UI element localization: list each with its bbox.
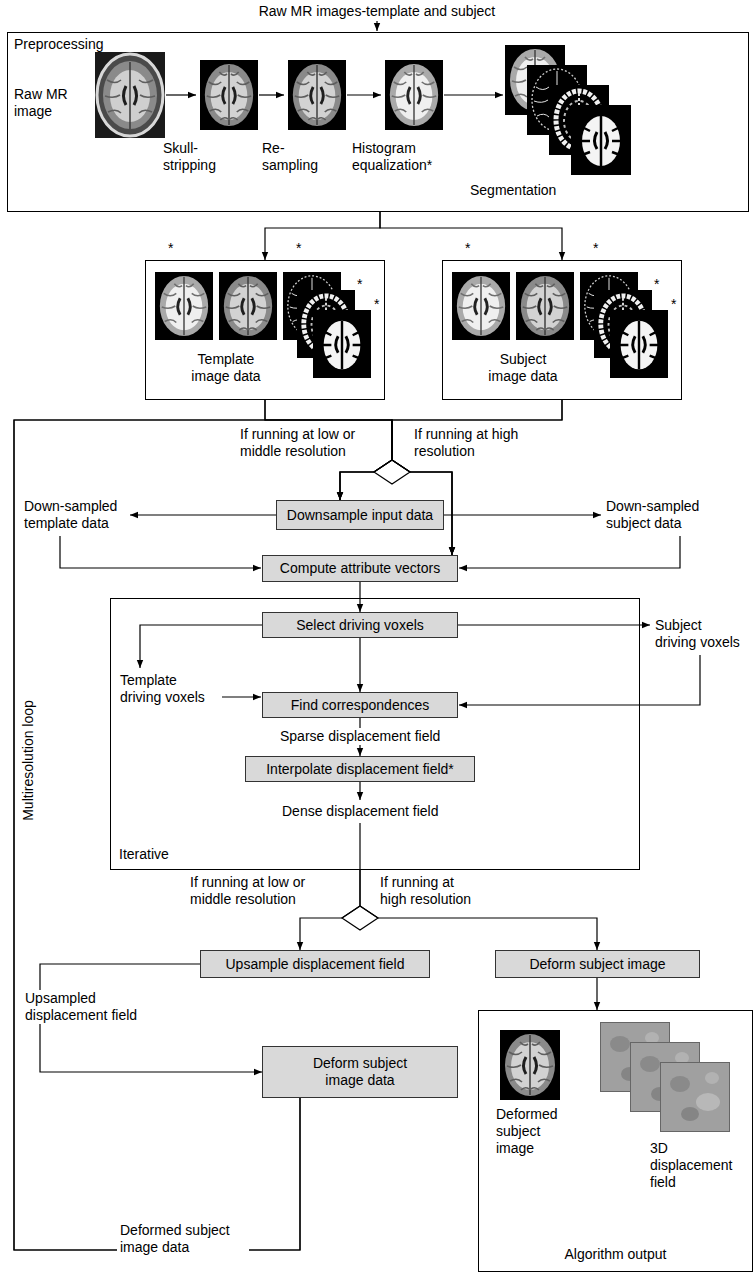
asterisk-mark: *: [357, 276, 362, 293]
mr-image: [95, 52, 165, 138]
displacement-slice: [661, 1063, 730, 1132]
node-text: Preprocessing: [14, 36, 104, 53]
flow-connector: [300, 870, 360, 950]
data-label: Subject driving voxels: [655, 617, 743, 651]
flow-connector: [392, 400, 562, 555]
process-box: Compute attribute vectors: [262, 555, 458, 582]
data-label: Dense displacement field: [282, 803, 438, 820]
flow-connector: [360, 870, 597, 950]
decision-diamond: [342, 906, 378, 930]
process-box: Downsample input data: [276, 500, 444, 530]
process-box: Deform subject image data: [262, 1046, 458, 1098]
node-text: Interpolate displacement field*: [266, 761, 454, 778]
output-caption: Deformed subject image: [496, 1106, 566, 1157]
node-text: Deform subject image: [529, 956, 665, 973]
asterisk-mark: *: [296, 240, 301, 257]
data-arrow: [140, 625, 262, 668]
data-arrow: [444, 514, 601, 515]
data-arrow: [60, 536, 261, 568]
data-label: Down-sampled template data: [24, 498, 124, 532]
node-text: Iterative: [119, 846, 169, 863]
node-text: Subject image data: [483, 351, 563, 385]
step-label: Histogram equalization*: [352, 140, 472, 174]
data-arrow: [222, 696, 261, 697]
mr-image: [288, 60, 346, 130]
data-arrow: [459, 655, 700, 705]
node-text: Upsample displacement field: [226, 956, 405, 973]
data-arrow: [458, 624, 650, 625]
data-arrow: [130, 514, 276, 515]
process-box: Select driving voxels: [262, 612, 458, 638]
process-box: Deform subject image: [495, 950, 700, 978]
step-arrow: [166, 94, 196, 95]
diagram-title: Raw MR images-template and subject: [0, 3, 754, 20]
step-label: Skull- stripping: [163, 140, 227, 174]
step-arrow: [347, 94, 381, 95]
branch-condition: If running at low or middle resolution: [190, 874, 315, 908]
mr-image: [385, 60, 443, 130]
step-label: Re- sampling: [262, 140, 324, 174]
segmentation-map: [313, 310, 371, 378]
asterisk-mark: *: [671, 296, 676, 313]
process-box: Upsample displacement field: [200, 950, 430, 978]
flow-line: [359, 823, 360, 870]
step-arrow: [259, 94, 284, 95]
flow-connector: [14, 420, 452, 1250]
mr-image: [452, 272, 510, 340]
segmentation-map: [610, 310, 668, 378]
data-label: Template driving voxels: [120, 672, 216, 706]
node-text: Template image data: [186, 351, 266, 385]
flow-connector: [265, 400, 452, 555]
asterisk-mark: *: [465, 240, 470, 257]
data-label: Deformed subject image data: [117, 1222, 249, 1256]
asterisk-mark: *: [593, 240, 598, 257]
edge-label: Sparse displacement field: [277, 728, 443, 745]
asterisk-mark: *: [654, 276, 659, 293]
loop-label: Multiresolution loop: [19, 700, 36, 821]
flow-connector: [340, 400, 562, 500]
node-text: Find correspondences: [291, 697, 430, 714]
preprocessing-panel: Preprocessing: [7, 32, 749, 212]
data-arrow: [459, 536, 680, 568]
data-label: Down-sampled subject data: [606, 498, 706, 532]
decision-diamond: [374, 460, 410, 484]
branch-condition: If running at high resolution: [380, 874, 480, 908]
asterisk-mark: *: [168, 240, 173, 257]
node-text: Algorithm output: [479, 1246, 752, 1263]
mr-image: [219, 272, 277, 340]
step-label: Segmentation: [470, 182, 556, 199]
node-text: Select driving voxels: [296, 617, 424, 634]
process-box: Find correspondences: [262, 692, 458, 718]
data-arrow: [359, 782, 360, 800]
image-data-box: Subject image data: [442, 260, 682, 400]
mr-image: [516, 272, 574, 340]
input-arrow: [376, 21, 377, 31]
segmentation-map: [571, 105, 631, 175]
step-arrow: [444, 94, 503, 95]
node-text: Compute attribute vectors: [280, 560, 440, 577]
output-caption: 3D displacement field: [650, 1140, 746, 1191]
flow-connector: [380, 212, 562, 260]
edge-label: Upsampled displacement field: [22, 990, 158, 1024]
process-box: Interpolate displacement field*: [245, 756, 475, 782]
flow-connector: [596, 978, 597, 1010]
flow-connector: [359, 638, 360, 692]
image-data-box: Template image data: [145, 260, 385, 400]
asterisk-mark: *: [374, 296, 379, 313]
branch-condition: If running at high resolution: [414, 426, 539, 460]
node-text: Deform subject image data: [300, 1055, 420, 1089]
mr-image: [155, 272, 213, 340]
branch-condition: If running at low or middle resolution: [240, 426, 365, 460]
mr-image: [200, 60, 258, 130]
node-text: Downsample input data: [287, 507, 433, 524]
flow-connector: [14, 420, 392, 1250]
image-caption: Raw MR image: [14, 86, 86, 120]
mr-image: [500, 1030, 560, 1100]
flow-connector: [359, 582, 360, 612]
flow-connector: [265, 212, 380, 260]
